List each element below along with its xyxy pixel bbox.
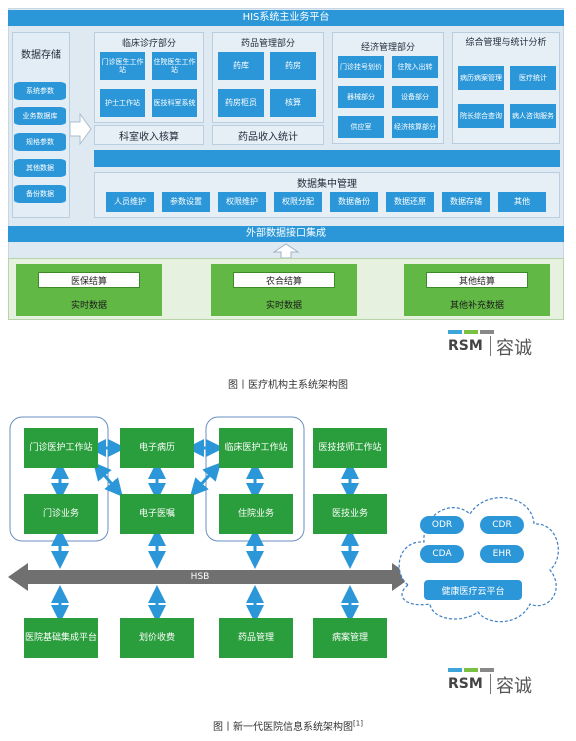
cloud-item: ODR (420, 516, 464, 534)
pharmacy-item: 核算 (270, 89, 316, 117)
settlement-label: 其他结算 (426, 272, 528, 288)
central-item: 权限维护 (218, 192, 266, 212)
caption-text: 图丨新一代医院信息系统架构图 (213, 722, 354, 733)
integrated-title: 综合管理与统计分析 (465, 38, 547, 48)
central-title: 数据集中管理 (297, 179, 357, 190)
settlement-sub: 实时数据 (70, 301, 107, 311)
cloud-item: EHR (480, 545, 524, 563)
pharmacy-item: 药房柜员 (218, 89, 264, 117)
opd-station: 门诊医护工作站 (24, 428, 98, 468)
pharmacy-item: 药库 (218, 52, 264, 80)
central-item: 数据备份 (330, 192, 378, 212)
economic-item: 设备部分 (392, 86, 438, 108)
economic-title: 经济管理部分 (360, 43, 415, 53)
his-platform-bar: HIS系统主业务平台 (8, 10, 564, 26)
storage-item: 备份数据 (14, 185, 66, 203)
settlement-label: 医保结算 (38, 272, 140, 288)
logo-name: 容诚 (496, 338, 532, 359)
bottom-node: 医院基础集成平台 (24, 618, 98, 658)
central-item: 权限分配 (274, 192, 322, 212)
settlement-sub: 实时数据 (265, 301, 302, 311)
central-item: 数据还原 (386, 192, 434, 212)
logo-mark: RSM (448, 338, 483, 354)
clinical-title: 临床诊疗部分 (121, 39, 176, 49)
integration-band (94, 150, 560, 167)
dept-income-label: 科室收入核算 (94, 125, 204, 145)
figure-1-caption: 图丨医疗机构主系统架构图 (228, 380, 348, 391)
integrated-item: 医疗统计 (510, 66, 556, 90)
economic-item: 门诊挂号划价 (338, 56, 384, 78)
economic-item: 器械部分 (338, 86, 384, 108)
storage-item: 业务数据库 (14, 107, 66, 125)
external-interface-bar: 外部数据接口集成 (8, 226, 564, 242)
bottom-node: 划价收费 (120, 618, 194, 658)
ipd-station: 临床医护工作站 (219, 428, 293, 468)
opd-business: 门诊业务 (24, 494, 98, 534)
storage-arrow-icon (70, 112, 92, 146)
drug-income-label: 药品收入统计 (212, 125, 324, 145)
central-item: 其他 (498, 192, 546, 212)
economic-item: 供应室 (338, 116, 384, 138)
cloud-platform: 健康医疗云平台 (424, 580, 522, 600)
tech-business: 医技业务 (313, 494, 387, 534)
storage-item: 系统参数 (14, 82, 66, 100)
rsm-logo: RSM 容诚 (448, 330, 568, 359)
figure-2-caption: 图丨新一代医院信息系统架构图[1] (0, 718, 576, 733)
storage-item: 规格参数 (14, 133, 66, 151)
clinical-item: 门诊医生工作站 (100, 52, 145, 80)
storage-title: 数据存储 (21, 50, 61, 61)
clinical-item: 医技科室系统 (152, 89, 197, 117)
integrated-item: 院长综合查询 (458, 104, 504, 128)
ipd-business: 住院业务 (219, 494, 293, 534)
up-arrow-icon (272, 243, 300, 259)
economic-item: 住院入出转 (392, 56, 438, 78)
tech-station: 医技技师工作站 (313, 428, 387, 468)
integrated-item: 病历病案管理 (458, 66, 504, 90)
integrated-item: 病人咨询服务 (510, 104, 556, 128)
logo-bars (448, 330, 503, 334)
cloud-item: CDA (420, 545, 464, 563)
cloud-item: CDR (480, 516, 524, 534)
settlement-sub: 其他补充数据 (449, 301, 504, 311)
pharmacy-item: 药房 (270, 52, 316, 80)
storage-item: 其他数据 (14, 159, 66, 177)
orders-node: 电子医嘱 (120, 494, 194, 534)
hsb-label: HSB (190, 572, 210, 582)
caption-ref: [1] (353, 719, 363, 728)
clinical-item: 护士工作站 (100, 89, 145, 117)
bottom-node: 药品管理 (219, 618, 293, 658)
logo-name: 容诚 (496, 676, 532, 697)
bottom-node: 病案管理 (313, 618, 387, 658)
emr-node: 电子病历 (120, 428, 194, 468)
central-item: 数据存储 (442, 192, 490, 212)
economic-item: 经济核算部分 (392, 116, 438, 138)
central-item: 参数设置 (162, 192, 210, 212)
logo-divider (490, 674, 491, 694)
logo-divider (490, 336, 491, 356)
logo-mark: RSM (448, 676, 483, 692)
pharmacy-title: 药品管理部分 (240, 39, 295, 49)
central-item: 人员维护 (106, 192, 154, 212)
clinical-item: 住院医生工作站 (152, 52, 197, 80)
rsm-logo: RSM 容诚 (448, 668, 568, 697)
settlement-label: 农合结算 (233, 272, 335, 288)
logo-bars (448, 668, 503, 672)
